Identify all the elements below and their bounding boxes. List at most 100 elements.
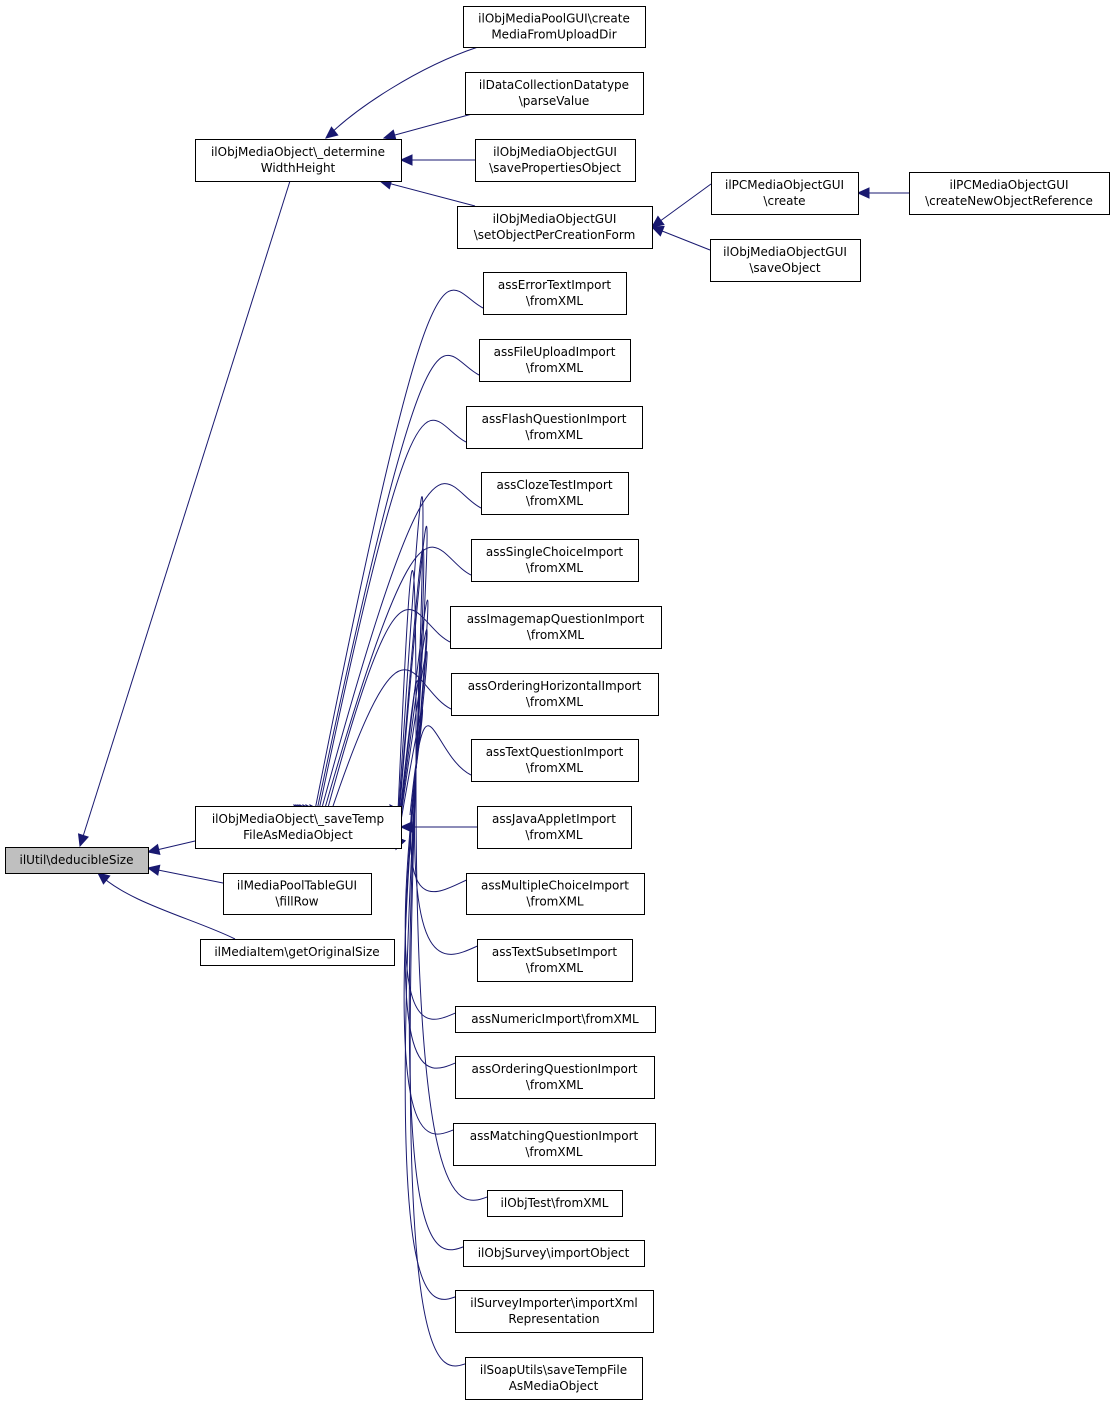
- node-deducible[interactable]: ilUtil\deducibleSize: [5, 847, 149, 874]
- node-label: assClozeTestImport: [496, 478, 612, 492]
- node-survey[interactable]: ilObjSurvey\importObject: [463, 1240, 645, 1267]
- edge-pcCreate-to-setObj: [651, 183, 712, 228]
- node-box: [223, 873, 372, 915]
- node-box: [481, 472, 629, 515]
- node-label: ilObjMediaObjectGUI: [723, 245, 847, 259]
- node-label: \fromXML: [525, 828, 583, 842]
- node-label: ilMediaPoolTableGUI: [237, 879, 357, 893]
- node-box: [195, 806, 402, 849]
- node-label: \fromXML: [526, 294, 584, 308]
- node-textQ[interactable]: assTextQuestionImport \fromXML: [471, 739, 639, 782]
- node-label: AsMediaObject: [509, 1379, 599, 1393]
- node-box: [463, 6, 646, 48]
- node-label: \fromXML: [526, 761, 584, 775]
- node-saveObject[interactable]: ilObjMediaObjectGUI \saveObject: [710, 239, 861, 282]
- edge-line: [329, 669, 452, 816]
- node-label: assOrderingQuestionImport: [471, 1062, 637, 1076]
- node-label: \fromXML: [526, 494, 584, 508]
- node-label: assTextQuestionImport: [486, 745, 624, 759]
- edge-line: [313, 289, 484, 816]
- node-subset[interactable]: assTextSubsetImport \fromXML: [477, 939, 633, 982]
- node-label: MediaFromUploadDir: [491, 28, 616, 42]
- node-label: \fromXML: [526, 361, 584, 375]
- node-fileUp[interactable]: assFileUploadImport \fromXML: [479, 339, 631, 382]
- node-label: \fillRow: [275, 895, 318, 909]
- node-cloze[interactable]: assClozeTestImport \fromXML: [481, 472, 629, 515]
- node-label: assFileUploadImport: [494, 345, 616, 359]
- node-label: assOrderingHorizontalImport: [468, 679, 642, 693]
- node-pcCreateNew[interactable]: ilPCMediaObjectGUI\createNewObjectRefere…: [909, 172, 1110, 215]
- edge-line: [379, 180, 476, 207]
- node-mpCreate[interactable]: ilObjMediaPoolGUI\createMediaFromUploadD…: [463, 6, 646, 48]
- node-multi[interactable]: assMultipleChoiceImport\fromXML: [466, 873, 645, 915]
- node-label: ilObjSurvey\importObject: [478, 1246, 630, 1260]
- node-flash[interactable]: assFlashQuestionImport\fromXML: [466, 406, 643, 449]
- edge-line: [317, 419, 467, 816]
- node-dcParse[interactable]: ilDataCollectionDatatype\parseValue: [465, 72, 644, 115]
- node-label: Representation: [508, 1312, 599, 1326]
- node-imagemap[interactable]: assImagemapQuestionImport\fromXML: [450, 606, 662, 649]
- node-box: [710, 239, 861, 282]
- node-setObj[interactable]: ilObjMediaObjectGUI\setObjectPerCreation…: [457, 206, 653, 249]
- edge-line: [395, 651, 464, 1020]
- edge-line: [395, 599, 462, 1135]
- node-saveProps[interactable]: ilObjMediaObjectGUI\savePropertiesObject: [475, 139, 636, 182]
- node-label: \fromXML: [525, 428, 583, 442]
- node-pcCreate[interactable]: ilPCMediaObjectGUI \create: [711, 172, 859, 215]
- edge-arrowhead: [97, 872, 111, 885]
- node-label: WidthHeight: [261, 161, 336, 175]
- node-box: [479, 339, 631, 382]
- edge-saveProps-to-determine: [399, 154, 475, 166]
- edge-saveTemp-to-deducible: [146, 840, 196, 856]
- edge-line: [395, 569, 496, 1201]
- node-label: \fromXML: [526, 961, 584, 975]
- node-label: assMultipleChoiceImport: [481, 879, 629, 893]
- node-label: ilPCMediaObjectGUI: [725, 178, 844, 192]
- node-label: assImagemapQuestionImport: [467, 612, 645, 626]
- node-saveTemp[interactable]: ilObjMediaObject\_saveTempFileAsMediaObj…: [195, 806, 402, 849]
- edge-flash-to-saveTemp: [297, 419, 467, 818]
- edge-saveObject-to-setObj: [650, 225, 711, 251]
- node-label: ilSurveyImporter\importXml: [470, 1296, 637, 1310]
- node-label: assTextSubsetImport: [492, 945, 617, 959]
- node-label: \saveObject: [749, 261, 821, 275]
- node-matching[interactable]: assMatchingQuestionImport\fromXML: [453, 1123, 656, 1166]
- node-single[interactable]: assSingleChoiceImport\fromXML: [471, 539, 639, 582]
- nodes-layer: ilUtil\deducibleSize ilObjMediaObject\_de…: [5, 6, 1110, 1400]
- node-numeric[interactable]: assNumericImport\fromXML: [455, 1006, 656, 1033]
- edge-fillRow-to-deducible: [146, 864, 224, 884]
- node-label: ilDataCollectionDatatype: [479, 78, 629, 92]
- node-java[interactable]: assJavaAppletImport \fromXML: [477, 806, 632, 849]
- node-label: \fromXML: [526, 695, 584, 709]
- edge-cloze-to-saveTemp: [299, 483, 482, 818]
- edge-getOrig-to-deducible: [97, 872, 236, 940]
- node-objTest[interactable]: ilObjTest\fromXML: [487, 1190, 623, 1217]
- edge-line: [319, 483, 482, 816]
- node-box: [453, 1123, 656, 1166]
- node-box: [450, 606, 662, 649]
- node-getOrig[interactable]: ilMediaItem\getOriginalSize: [200, 939, 395, 966]
- node-label: \create: [763, 194, 805, 208]
- node-label: assJavaAppletImport: [492, 812, 616, 826]
- edge-dcParse-to-determine: [382, 113, 473, 141]
- node-box: [455, 1006, 656, 1033]
- node-label: \fromXML: [526, 561, 584, 575]
- node-label: ilUtil\deducibleSize: [20, 853, 134, 867]
- edge-arrowhead: [77, 833, 89, 848]
- node-box: [466, 873, 645, 915]
- edge-line: [325, 609, 451, 816]
- edges-layer: [77, 46, 909, 1367]
- node-ordQ[interactable]: assOrderingQuestionImport\fromXML: [455, 1056, 655, 1099]
- node-box: [463, 1240, 645, 1267]
- node-label: ilObjMediaObjectGUI: [493, 212, 617, 226]
- edge-line: [395, 548, 472, 1251]
- edge-line: [325, 46, 479, 139]
- node-fillRow[interactable]: ilMediaPoolTableGUI \fillRow: [223, 873, 372, 915]
- node-errText[interactable]: assErrorTextImport\fromXML: [483, 272, 627, 315]
- edge-arrowhead: [382, 129, 397, 141]
- node-ordH[interactable]: assOrderingHorizontalImport \fromXML: [451, 673, 659, 716]
